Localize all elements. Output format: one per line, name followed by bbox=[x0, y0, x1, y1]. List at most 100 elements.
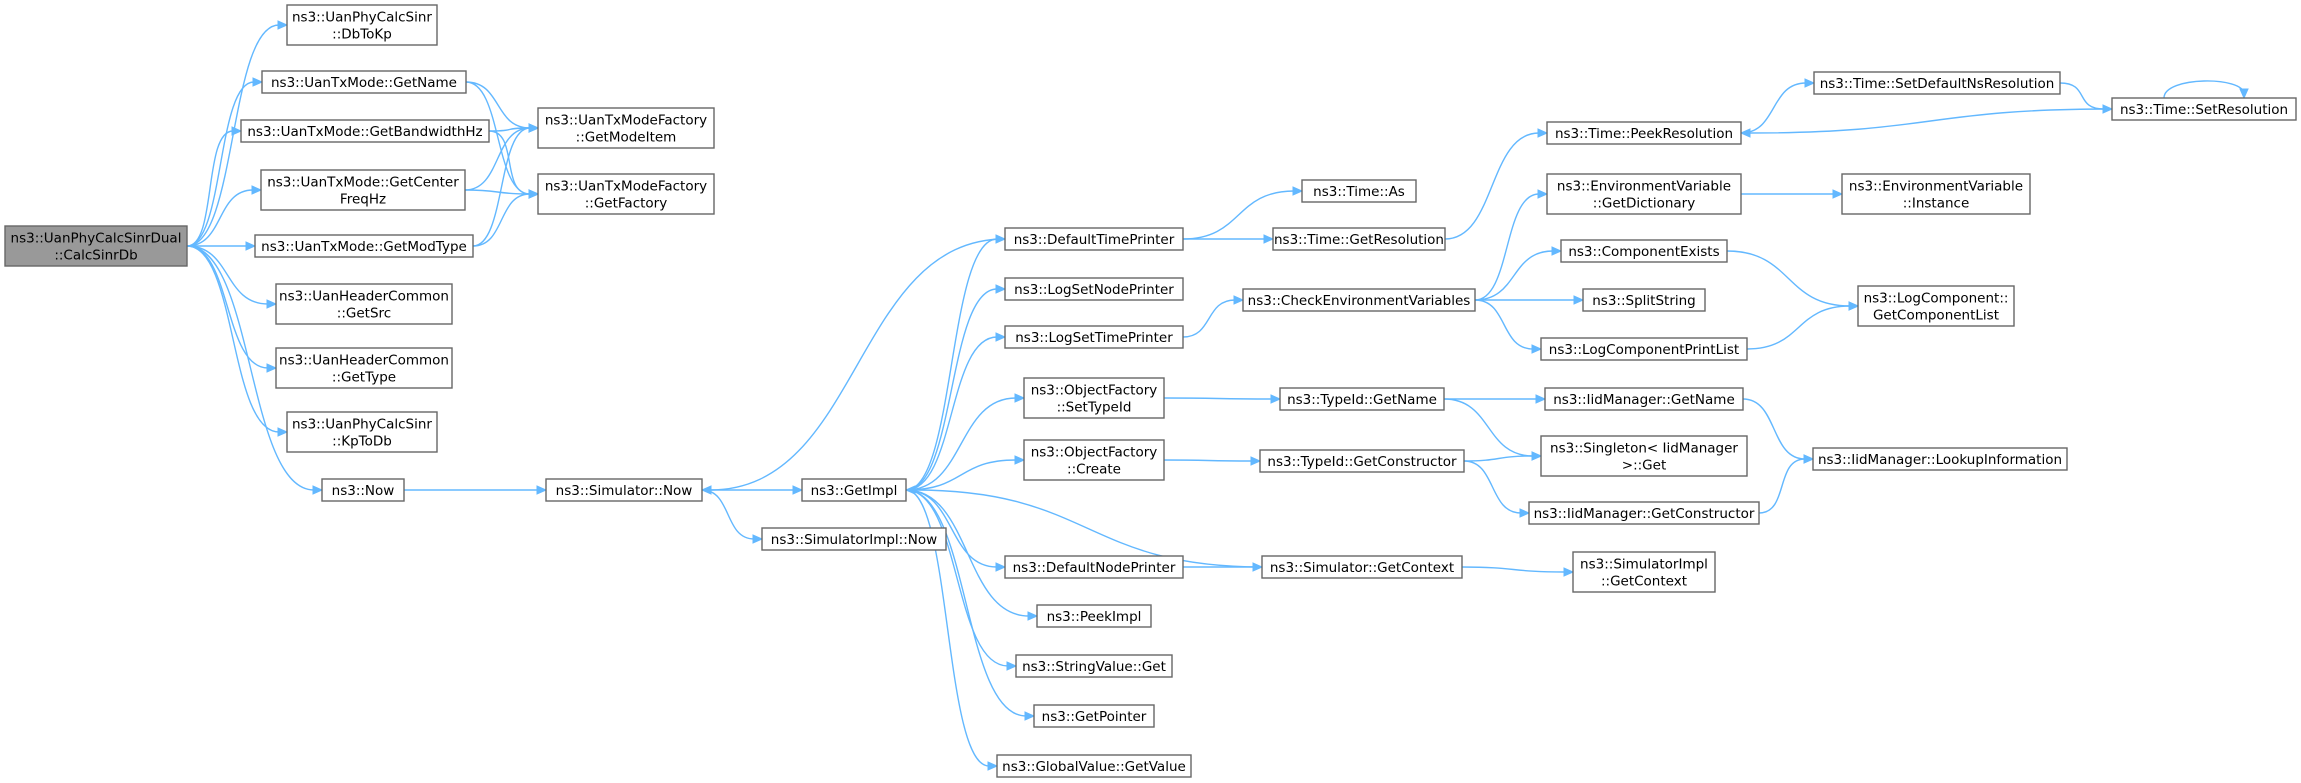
node-time-as[interactable]: ns3::Time::As bbox=[1301, 179, 1417, 203]
edge-check-env-vars-to-split-string bbox=[1474, 295, 1585, 305]
node-log-set-time-printer[interactable]: ns3::LogSetTimePrinter bbox=[1004, 325, 1184, 349]
node-iidmanager-getname[interactable]: ns3::IidManager::GetName bbox=[1544, 387, 1744, 411]
node-box bbox=[1857, 285, 2015, 327]
node-box bbox=[1004, 227, 1184, 251]
node-label: ns3::Time::As bbox=[1313, 184, 1405, 200]
node-time-getresolution[interactable]: ns3::Time::GetResolution bbox=[1272, 227, 1446, 251]
node-label: ns3::TypeId::GetName bbox=[1287, 392, 1437, 408]
node-log-set-node-printer[interactable]: ns3::LogSetNodePrinter bbox=[1004, 277, 1184, 301]
edge-log-set-time-printer-to-check-env-vars bbox=[1182, 295, 1245, 338]
node-typeid-getname[interactable]: ns3::TypeId::GetName bbox=[1279, 387, 1445, 411]
node-header-gettype[interactable]: ns3::UanHeaderCommon::GetType bbox=[275, 347, 453, 389]
node-db-to-kp[interactable]: ns3::UanPhyCalcSinr::DbToKp bbox=[286, 4, 438, 46]
node-txmode-getname[interactable]: ns3::UanTxMode::GetName bbox=[261, 70, 467, 94]
node-label: ns3::ComponentExists bbox=[1568, 244, 1719, 260]
node-simulatorimpl-now[interactable]: ns3::SimulatorImpl::Now bbox=[761, 527, 947, 551]
node-log-component-print-list[interactable]: ns3::LogComponentPrintList bbox=[1540, 337, 1748, 361]
node-globalvalue-getvalue[interactable]: ns3::GlobalValue::GetValue bbox=[996, 754, 1192, 778]
edge-objfactory-create-to-typeid-getconstructor bbox=[1163, 456, 1262, 466]
node-simulatorimpl-getcontext[interactable]: ns3::SimulatorImpl::GetContext bbox=[1572, 551, 1716, 593]
node-box bbox=[1259, 449, 1465, 473]
node-time-peekresolution[interactable]: ns3::Time::PeekResolution bbox=[1546, 121, 1742, 145]
node-label: ns3::DefaultTimePrinter bbox=[1014, 232, 1175, 248]
node-box bbox=[1540, 337, 1748, 361]
node-label: ns3::IidManager::GetConstructor bbox=[1534, 506, 1755, 522]
edge-get-impl-to-get-pointer bbox=[905, 489, 1036, 721]
node-envvar-getdictionary[interactable]: ns3::EnvironmentVariable::GetDictionary bbox=[1546, 173, 1742, 215]
edge-simulator-getcontext-to-get-impl bbox=[904, 485, 1263, 568]
node-label: ns3::GetImpl bbox=[811, 483, 898, 499]
node-time-setdefaultnsres[interactable]: ns3::Time::SetDefaultNsResolution bbox=[1813, 71, 2061, 95]
node-stringvalue-get[interactable]: ns3::StringValue::Get bbox=[1015, 654, 1173, 678]
node-factory-getfactory[interactable]: ns3::UanTxModeFactory::GetFactory bbox=[537, 173, 715, 215]
edge-check-env-vars-to-log-component-print-list bbox=[1474, 299, 1543, 354]
node-box bbox=[1813, 71, 2061, 95]
node-txmode-getbw[interactable]: ns3::UanTxMode::GetBandwidthHz bbox=[240, 119, 490, 143]
edge-simulator-now-to-simulatorimpl-now bbox=[701, 489, 764, 544]
node-singleton-get[interactable]: ns3::Singleton< IidManager>::Get bbox=[1540, 435, 1748, 477]
node-objfactory-settypeid[interactable]: ns3::ObjectFactory::SetTypeId bbox=[1023, 377, 1165, 419]
node-box bbox=[1301, 179, 1417, 203]
node-label: ::GetModeItem bbox=[576, 130, 677, 146]
node-peek-impl[interactable]: ns3::PeekImpl bbox=[1036, 604, 1152, 628]
node-label: ns3::LogSetNodePrinter bbox=[1014, 282, 1174, 298]
node-label: ::GetContext bbox=[1601, 574, 1687, 590]
edge-get-impl-to-objfactory-settypeid bbox=[905, 393, 1026, 491]
node-label: ns3::ObjectFactory bbox=[1031, 445, 1158, 461]
edge-time-setresolution-to-time-peekresolution bbox=[1739, 108, 2113, 138]
node-get-pointer[interactable]: ns3::GetPointer bbox=[1033, 704, 1155, 728]
node-split-string[interactable]: ns3::SplitString bbox=[1582, 288, 1706, 312]
edge-check-env-vars-to-envvar-getdictionary bbox=[1474, 189, 1549, 301]
node-label: ns3::UanPhyCalcSinr bbox=[292, 417, 432, 433]
node-box bbox=[1572, 551, 1716, 593]
node-default-time-printer[interactable]: ns3::DefaultTimePrinter bbox=[1004, 227, 1184, 251]
node-component-exists[interactable]: ns3::ComponentExists bbox=[1560, 239, 1728, 263]
node-box bbox=[240, 119, 490, 143]
edge-simulator-getcontext-to-simulatorimpl-getcontext bbox=[1461, 566, 1575, 577]
node-label: ns3::GetPointer bbox=[1042, 709, 1147, 725]
node-logcomponent-getlist[interactable]: ns3::LogComponent::GetComponentList bbox=[1857, 285, 2015, 327]
node-typeid-getconstructor[interactable]: ns3::TypeId::GetConstructor bbox=[1259, 449, 1465, 473]
edge-typeid-getconstructor-to-iidmanager-getconstructor bbox=[1463, 460, 1531, 518]
node-box bbox=[260, 169, 466, 211]
node-box bbox=[1546, 173, 1742, 215]
node-label: ns3::CheckEnvironmentVariables bbox=[1248, 293, 1471, 309]
node-box bbox=[996, 754, 1192, 778]
node-objfactory-create[interactable]: ns3::ObjectFactory::Create bbox=[1023, 439, 1165, 481]
node-box bbox=[1528, 501, 1760, 525]
node-box bbox=[2111, 97, 2297, 121]
node-simulator-getcontext[interactable]: ns3::Simulator::GetContext bbox=[1261, 555, 1463, 579]
node-box bbox=[1015, 654, 1173, 678]
node-label: ns3::ObjectFactory bbox=[1031, 383, 1158, 399]
node-factory-getmodeitem[interactable]: ns3::UanTxModeFactory::GetModeItem bbox=[537, 107, 715, 149]
node-ns3-now[interactable]: ns3::Now bbox=[321, 478, 405, 502]
node-check-env-vars[interactable]: ns3::CheckEnvironmentVariables bbox=[1242, 288, 1476, 312]
node-box bbox=[1023, 377, 1165, 419]
node-get-impl[interactable]: ns3::GetImpl bbox=[801, 478, 907, 502]
node-iidmanager-getconstructor[interactable]: ns3::IidManager::GetConstructor bbox=[1528, 501, 1760, 525]
node-label: ::GetFactory bbox=[585, 196, 667, 212]
edge-txmode-getbw-to-factory-getfactory bbox=[488, 130, 540, 199]
edge-typeid-getconstructor-to-singleton-get bbox=[1463, 451, 1543, 462]
node-simulator-now[interactable]: ns3::Simulator::Now bbox=[545, 478, 703, 502]
edge-default-time-printer-to-simulator-now bbox=[700, 238, 1006, 495]
node-box bbox=[1242, 288, 1476, 312]
node-label: ns3::UanTxModeFactory bbox=[545, 113, 707, 129]
node-txmode-getmodtype[interactable]: ns3::UanTxMode::GetModType bbox=[254, 234, 474, 258]
edge-calc-sinr-db-to-txmode-getbw bbox=[186, 126, 243, 247]
node-calc-sinr-db[interactable]: ns3::UanPhyCalcSinrDual::CalcSinrDb bbox=[4, 225, 188, 267]
node-label: ::DbToKp bbox=[332, 27, 392, 43]
node-header-getsrc[interactable]: ns3::UanHeaderCommon::GetSrc bbox=[275, 283, 453, 325]
node-iidmanager-lookupinfo[interactable]: ns3::IidManager::LookupInformation bbox=[1812, 447, 2068, 471]
node-label: ns3::Time::PeekResolution bbox=[1555, 126, 1733, 142]
node-box bbox=[1261, 555, 1463, 579]
edge-calc-sinr-db-to-ns3-now bbox=[186, 245, 324, 495]
node-kp-to-db[interactable]: ns3::UanPhyCalcSinr::KpToDb bbox=[286, 411, 438, 453]
node-default-node-printer[interactable]: ns3::DefaultNodePrinter bbox=[1004, 555, 1184, 579]
node-time-setresolution[interactable]: ns3::Time::SetResolution bbox=[2111, 97, 2297, 121]
node-box bbox=[537, 107, 715, 149]
node-label: ::CalcSinrDb bbox=[54, 248, 137, 264]
node-label: ::KpToDb bbox=[332, 434, 392, 450]
node-envvar-instance[interactable]: ns3::EnvironmentVariable::Instance bbox=[1841, 173, 2031, 215]
